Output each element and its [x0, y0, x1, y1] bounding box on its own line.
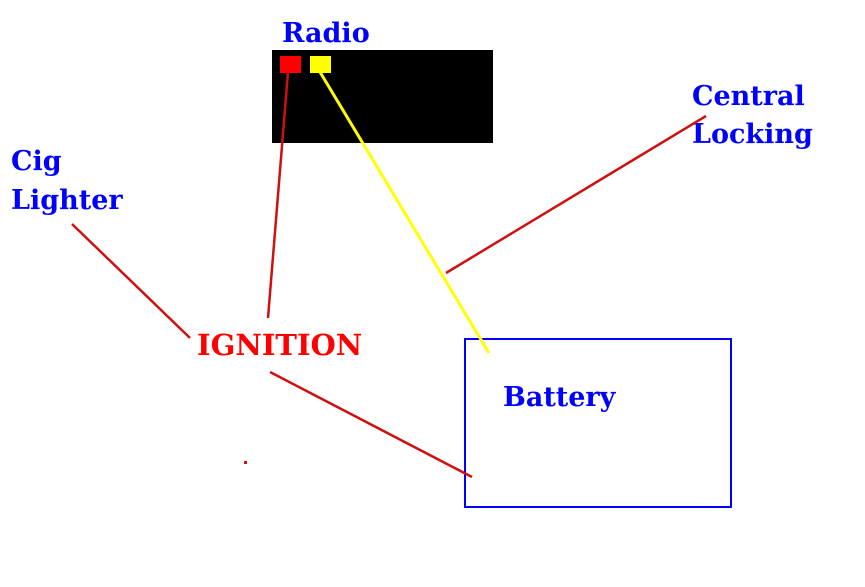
stray-dot: [244, 461, 247, 464]
radio-yellow-terminal: [310, 56, 331, 73]
ignition-label: IGNITION: [197, 328, 363, 362]
cig-lighter-label-line2: Lighter: [11, 185, 123, 216]
cig-lighter-label-line1: Cig: [11, 146, 62, 177]
central-locking-label-line2: Locking: [692, 119, 813, 150]
ignition-to-radio-wire: [266, 71, 290, 319]
radio-label: Radio: [282, 18, 370, 49]
battery-box: [464, 338, 732, 508]
ignition-to-battery-wire: [269, 370, 473, 479]
radio-red-terminal: [280, 56, 301, 73]
battery-to-radio-wire: [318, 71, 491, 354]
central-locking-label-line1: Central: [692, 81, 805, 112]
central-locking-wire: [445, 114, 707, 275]
cig-lighter-wire: [71, 223, 191, 339]
radio-unit: [272, 50, 493, 143]
battery-label: Battery: [503, 382, 616, 413]
